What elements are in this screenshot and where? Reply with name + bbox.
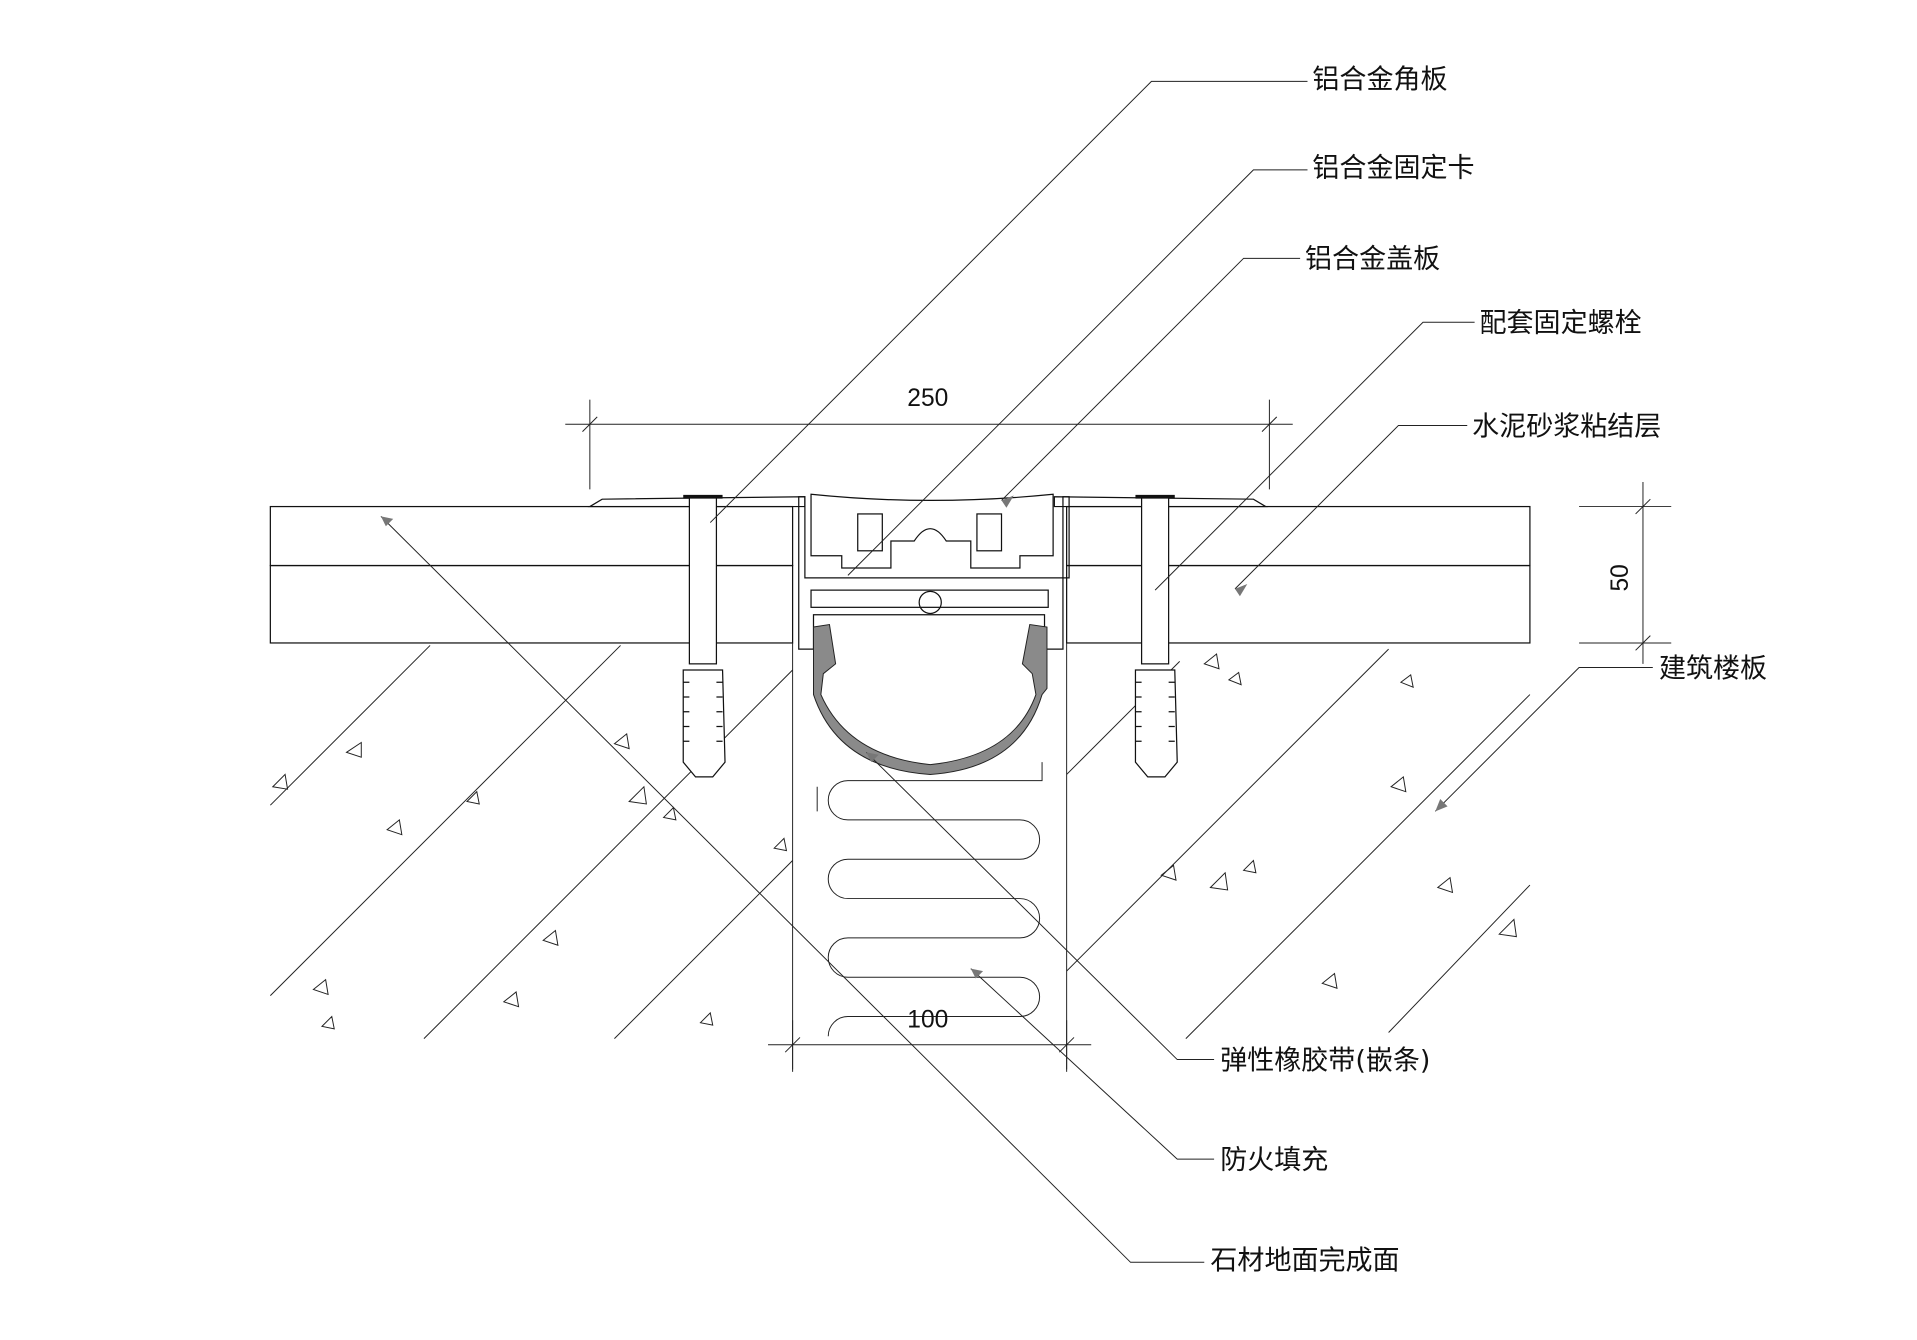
label-stone-floor-finish: 石材地面完成面 bbox=[1210, 1246, 1399, 1277]
dimension-50 bbox=[1579, 481, 1672, 664]
label-cement-mortar-layer: 水泥砂浆粘结层 bbox=[1472, 411, 1661, 442]
label-aluminum-cover-plate: 铝合金盖板 bbox=[1305, 244, 1440, 275]
leader-lines bbox=[380, 80, 1653, 1263]
dimension-100-text: 100 bbox=[907, 1007, 948, 1034]
aluminum-profile bbox=[798, 496, 1070, 650]
dimension-250 bbox=[565, 399, 1293, 490]
elastic-rubber-strip bbox=[813, 623, 1048, 775]
aggregate-triangles bbox=[271, 653, 1517, 1030]
stone-finish-layer bbox=[269, 505, 1531, 567]
mortar-layer bbox=[269, 564, 1531, 644]
fire-filling bbox=[816, 762, 1043, 1037]
leader-arrowheads bbox=[380, 495, 1448, 979]
label-building-floor-slab: 建筑楼板 bbox=[1659, 653, 1767, 684]
label-fire-filling: 防火填充 bbox=[1220, 1145, 1328, 1176]
aluminum-cover-plate bbox=[810, 493, 1054, 569]
label-elastic-rubber-strip: 弹性橡胶带(嵌条) bbox=[1220, 1045, 1430, 1076]
label-aluminum-fixing-clip: 铝合金固定卡 bbox=[1312, 153, 1474, 184]
label-aluminum-angle-plate: 铝合金角板 bbox=[1312, 65, 1447, 96]
concrete-slab bbox=[269, 642, 1531, 1070]
label-matching-fixing-bolt: 配套固定螺栓 bbox=[1480, 308, 1642, 339]
anchor-bolt-left bbox=[682, 494, 726, 778]
dimension-100 bbox=[768, 1020, 1092, 1072]
dimension-50-text: 50 bbox=[1607, 564, 1634, 591]
dimension-250-text: 250 bbox=[907, 385, 948, 412]
anchor-bolt-right bbox=[1134, 494, 1178, 778]
